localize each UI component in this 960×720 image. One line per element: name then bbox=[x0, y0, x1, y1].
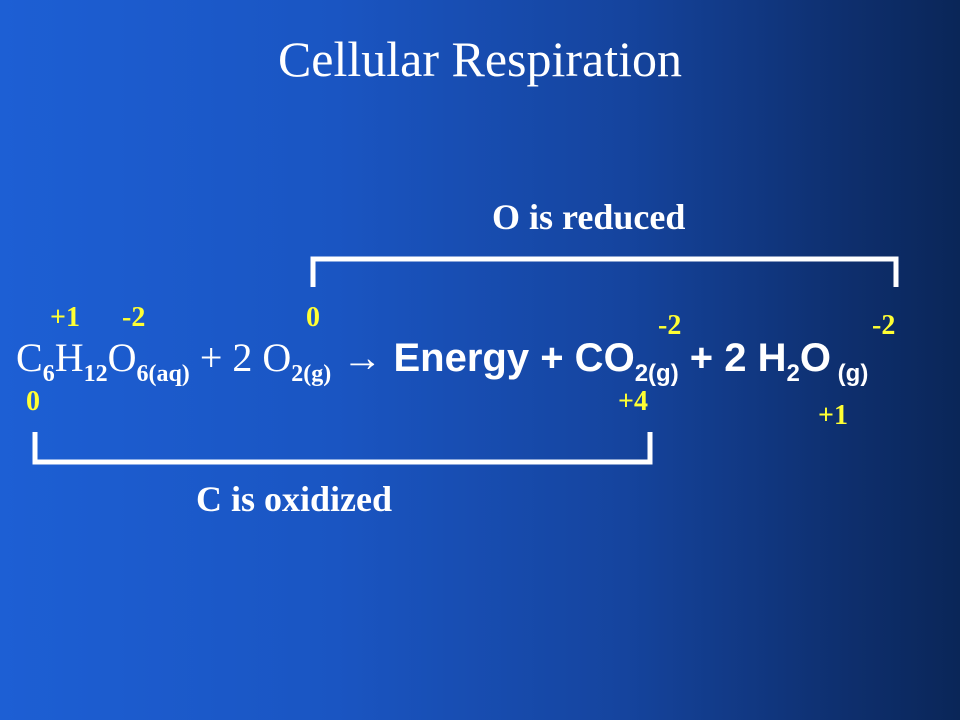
ox-num-o-h2o: -2 bbox=[872, 310, 896, 341]
eq-plus-o2: + 2 O bbox=[189, 335, 292, 380]
eq-c: C bbox=[16, 335, 43, 380]
eq-c-sub: 6 bbox=[42, 361, 55, 387]
eq-plus-h: + 2 H bbox=[678, 336, 787, 380]
reduction-bracket-line bbox=[310, 256, 899, 287]
eq-h: H bbox=[54, 335, 84, 380]
ox-num-o-co2: -2 bbox=[658, 310, 682, 341]
eq-co2-sub: 2(g) bbox=[634, 360, 679, 387]
ox-num-c-reactant: 0 bbox=[26, 386, 40, 417]
eq-o: O bbox=[107, 335, 137, 380]
eq-o2-sub: 2(g) bbox=[291, 361, 332, 387]
oxidation-bracket-line bbox=[32, 432, 653, 465]
eq-arrow: → bbox=[331, 336, 394, 380]
eq-energy-co: Energy + CO bbox=[393, 336, 635, 380]
o-reduced-label: O is reduced bbox=[492, 197, 686, 237]
ox-num-c-co2: +4 bbox=[618, 386, 648, 417]
c-oxidized-label: C is oxidized bbox=[196, 479, 393, 519]
ox-num-h-reactant: +1 bbox=[50, 302, 80, 333]
eq-o-sub: 6(aq) bbox=[136, 361, 190, 387]
slide-title: Cellular Respiration bbox=[277, 31, 683, 87]
eq-h2-sub: 2 bbox=[786, 360, 800, 387]
eq-h2o-sub: (g) bbox=[831, 360, 869, 387]
ox-num-o2-reactant: 0 bbox=[306, 302, 320, 333]
eq-h-sub: 12 bbox=[83, 361, 108, 387]
eq-o-last: O bbox=[799, 336, 832, 380]
respiration-equation: C6H12O6(aq) + 2 O2(g) → Energy + CO2(g) … bbox=[16, 335, 869, 387]
ox-num-o-reactant: -2 bbox=[122, 302, 146, 333]
ox-num-h-h2o: +1 bbox=[818, 400, 848, 431]
